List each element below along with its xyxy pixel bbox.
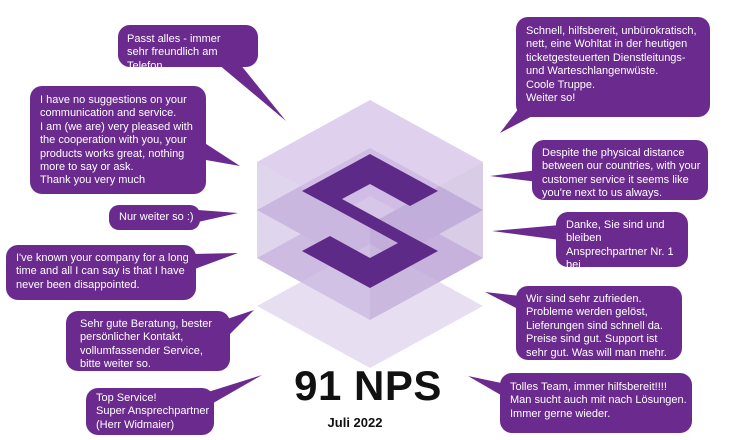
comment-bubble: I've known your company for a long time … [16, 252, 189, 291]
comment-bubble: Sehr gute Beratung, bester persönlicher … [80, 318, 213, 371]
comment-bubble: Passt alles - immer sehr freundlich am T… [127, 33, 221, 72]
comment-bubble: Schnell, hilfsbereit, unbürokratisch, ne… [526, 25, 697, 105]
comment-bubble: Tolles Team, immer hilfsbereit!!!! Man s… [510, 381, 687, 420]
bubble-shapes [6, 17, 710, 435]
comment-bubble: Wir sind sehr zufrieden. Probleme werden… [526, 293, 667, 359]
comment-bubble: Danke, Sie sind und bleiben Ansprechpart… [566, 219, 674, 285]
comment-bubble: Despite the physical distance between ou… [542, 147, 701, 200]
logo-icon [257, 100, 483, 368]
survey-date: Juli 2022 [327, 415, 383, 430]
nps-score: 91 NPS [294, 362, 442, 409]
comment-bubble: Top Service! Super Ansprechpartner (Herr… [96, 392, 210, 431]
comment-bubble: Nur weiter so :) [119, 211, 194, 223]
comment-bubble: I have no suggestions on your communicat… [40, 94, 193, 187]
